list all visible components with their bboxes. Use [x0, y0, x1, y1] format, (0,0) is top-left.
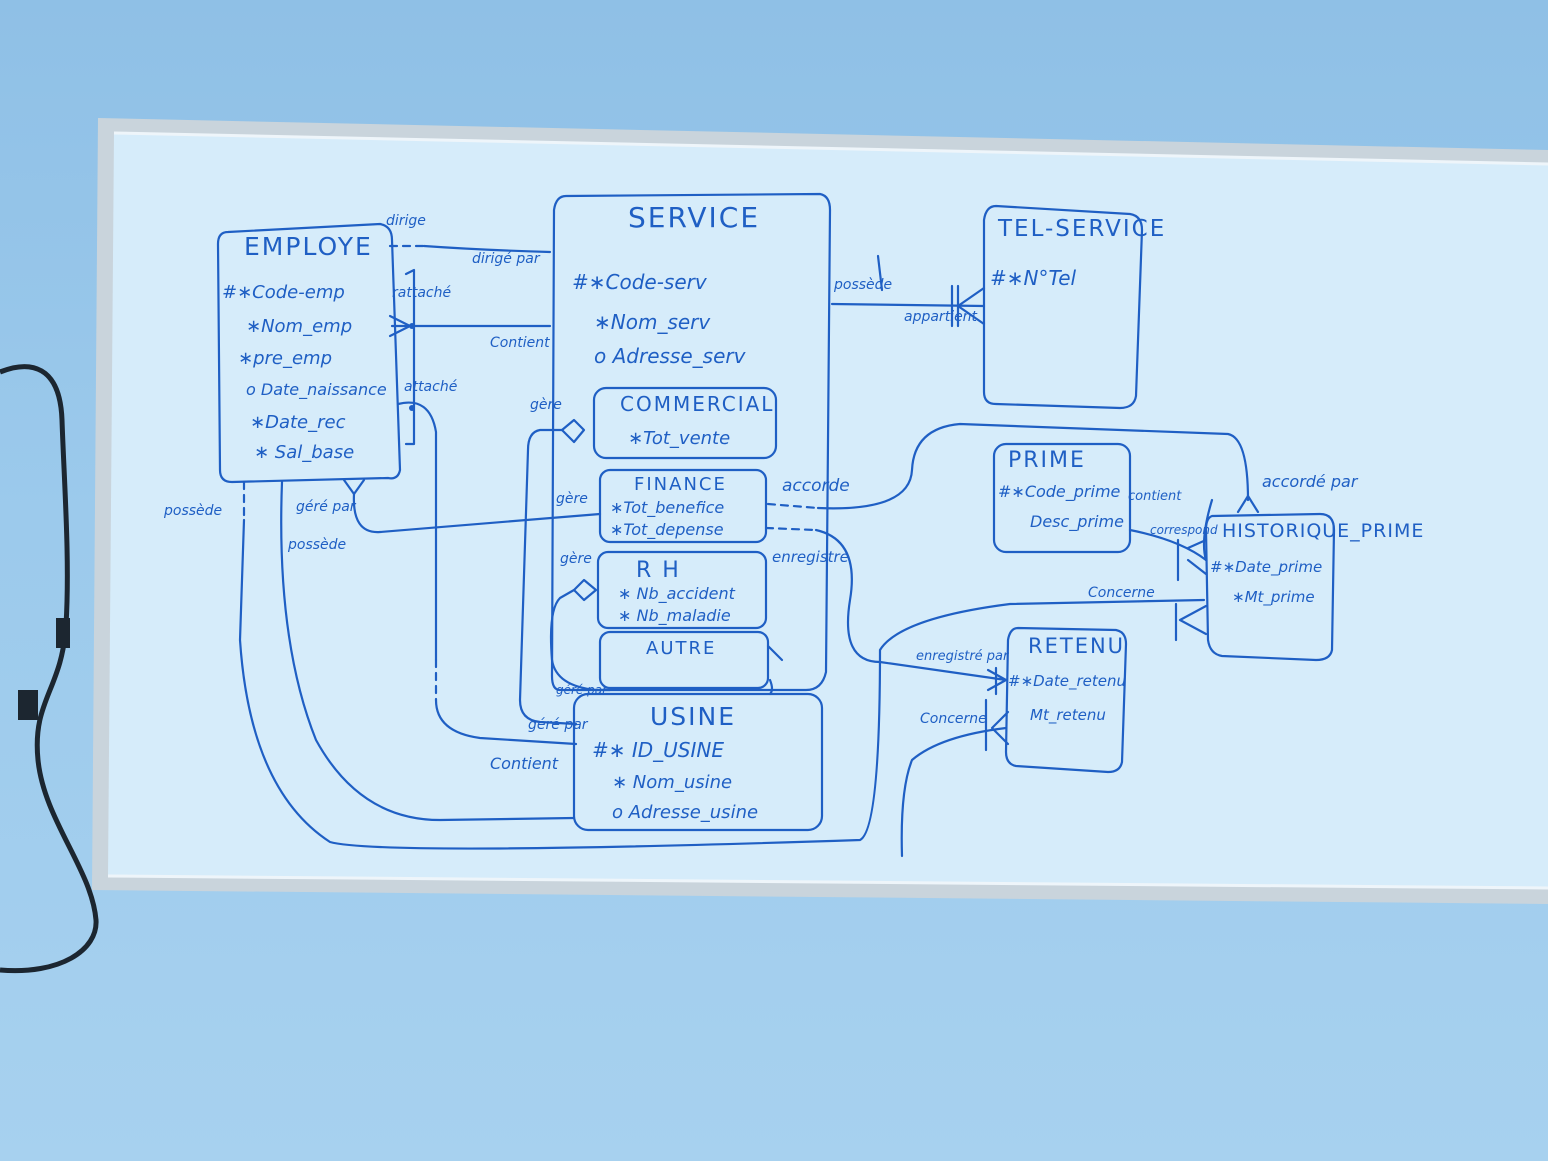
rh-title: R H [636, 558, 681, 583]
cable-clip [56, 618, 70, 648]
relation-rattache: rattaché [392, 285, 452, 301]
rh-attr-nb-accident: ∗ Nb_accident [618, 584, 735, 603]
usine-attr-nom: ∗ Nom_usine [612, 772, 733, 793]
finance-box [598, 468, 768, 544]
historique-prime-attr-date: #∗Date_prime [1210, 558, 1323, 576]
retenu-attr-mt: Mt_retenu [1030, 706, 1106, 724]
retenu-title: RETENU [1028, 634, 1126, 658]
employe-attr-code: #∗Code-emp [222, 282, 345, 303]
retenu-attr-date: #∗Date_retenu [1008, 672, 1127, 690]
commercial-title: COMMERCIAL [620, 392, 775, 416]
prime-title: PRIME [1008, 448, 1086, 473]
retenu-box [1004, 626, 1128, 774]
service-attr-code: #∗Code-serv [572, 270, 707, 294]
relation-contient-prime: contient [1128, 489, 1182, 504]
relation-gere-finance: gère [556, 491, 588, 507]
tel-service-box [982, 204, 1144, 410]
historique-prime-attr-mt: ∗Mt_prime [1232, 588, 1315, 606]
tel-service-attr-numtel: #∗N°Tel [990, 266, 1077, 290]
autre-title: AUTRE [646, 638, 717, 659]
relation-gere-commercial: gère [530, 397, 562, 413]
relation-possede-service: possède [834, 277, 893, 293]
relation-dirige: dirige [386, 213, 426, 229]
prime-box [992, 442, 1132, 554]
finance-title: FINANCE [634, 474, 727, 495]
employe-box [216, 222, 402, 484]
rh-attr-nb-maladie: ∗ Nb_maladie [618, 606, 731, 625]
relation-concerne-retenu: Concerne [920, 711, 987, 727]
service-attr-adresse: o Adresse_serv [594, 344, 746, 368]
usine-attr-adresse: o Adresse_usine [612, 802, 759, 823]
relation-possede-employe: possède [288, 537, 347, 553]
relation-gere-par-usine: géré par [528, 717, 588, 733]
historique-prime-title: HISTORIQUE_PRIME [1222, 520, 1425, 542]
prime-attr-code: #∗Code_prime [998, 482, 1121, 501]
relation-possede-left: possède [164, 503, 223, 519]
usine-attr-id: #∗ ID_USINE [592, 738, 725, 762]
relation-accorde-par: accordé par [1262, 472, 1358, 491]
commercial-attr-tot-vente: ∗Tot_vente [628, 428, 731, 449]
tel-service-title: TEL-SERVICE [998, 216, 1167, 242]
commercial-box [592, 386, 778, 460]
employe-attr-date-rec: ∗Date_rec [250, 412, 346, 433]
relation-enregistre: enregistre [772, 548, 849, 566]
service-box [550, 192, 832, 692]
finance-attr-tot-benefice: ∗Tot_benefice [610, 498, 725, 517]
relation-dirige-par: dirigé par [472, 251, 540, 267]
relation-contient-usine: Contient [490, 754, 559, 773]
employe-attr-sal-base: ∗ Sal_base [254, 442, 355, 463]
relation-contient-service: Contient [490, 335, 550, 351]
usine-title: USINE [650, 702, 737, 731]
service-attr-nom: ∗Nom_serv [594, 310, 711, 334]
relation-appartient: appartient [904, 309, 978, 325]
employe-title: EMPLOYE [244, 232, 373, 261]
relation-gere-rh: gère [560, 551, 592, 567]
cable-plug [18, 690, 38, 720]
relation-concerne-historique: Concerne [1088, 585, 1155, 601]
relation-accorde: accorde [782, 476, 850, 496]
relation-attache: attaché [404, 379, 458, 395]
employe-attr-nom: ∗Nom_emp [246, 316, 353, 337]
relation-correspond: correspond [1150, 523, 1218, 537]
finance-attr-tot-depense: ∗Tot_depense [610, 520, 724, 539]
power-cable [0, 364, 99, 974]
relation-gere-par-employe: géré par [296, 499, 356, 515]
relation-enregistre-par: enregistré par [916, 649, 1009, 664]
prime-attr-desc: Desc_prime [1030, 512, 1124, 531]
service-title: SERVICE [628, 201, 761, 234]
rh-box [596, 550, 768, 630]
relation-gere-par-service: géré par [556, 683, 608, 697]
autre-box [598, 630, 770, 690]
employe-attr-prenom: ∗pre_emp [238, 348, 333, 369]
employe-attr-date-naissance: o Date_naissance [246, 380, 387, 399]
usine-box [572, 692, 824, 832]
